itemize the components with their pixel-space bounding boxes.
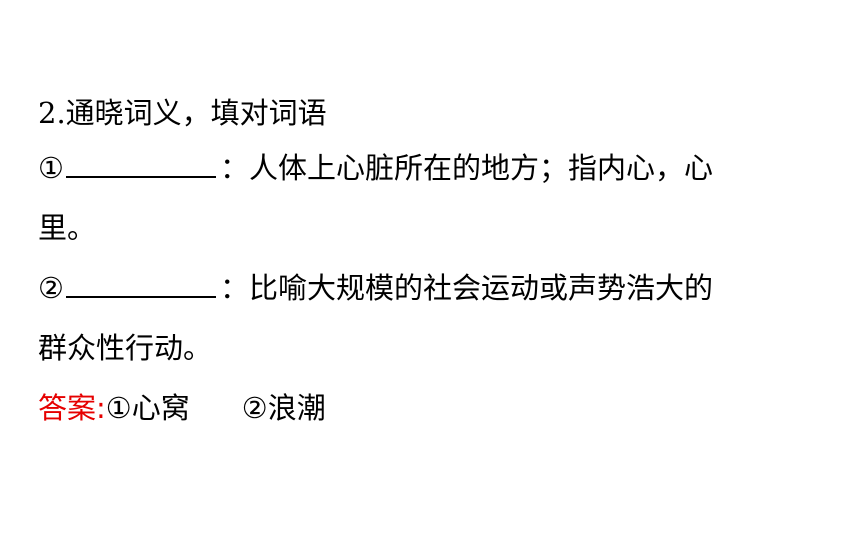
item-1-blank [66, 154, 216, 178]
item-1-line-1: ① ：人体上心脏所在的地方；指内心，心 [38, 138, 808, 198]
item-1-line-2: 里。 [38, 211, 97, 245]
item-1-definition: ：人体上心脏所在的地方；指内心，心 [220, 151, 714, 185]
answer-second: ②浪潮 [241, 391, 326, 425]
item-1-marker: ① [38, 151, 64, 185]
item-2-blank [66, 274, 216, 298]
answer-label: 答案: [38, 391, 106, 425]
answer-first: ①心窝 [105, 391, 190, 425]
item-2-line-1: ② ：比喻大规模的社会运动或声势浩大的 [38, 258, 808, 318]
answer-line: 答案:①心窝 ②浪潮 [38, 378, 808, 438]
question-title: 2.通晓词义，填对词语 [38, 96, 327, 130]
item-2-marker: ② [38, 271, 64, 305]
item-2-definition: ：比喻大规模的社会运动或声势浩大的 [220, 271, 714, 305]
question-block: 2.通晓词义，填对词语 ① ：人体上心脏所在的地方；指内心，心 里。 ② ：比喻大规… [38, 88, 808, 438]
item-2-line-2: 群众性行动。 [38, 331, 213, 365]
